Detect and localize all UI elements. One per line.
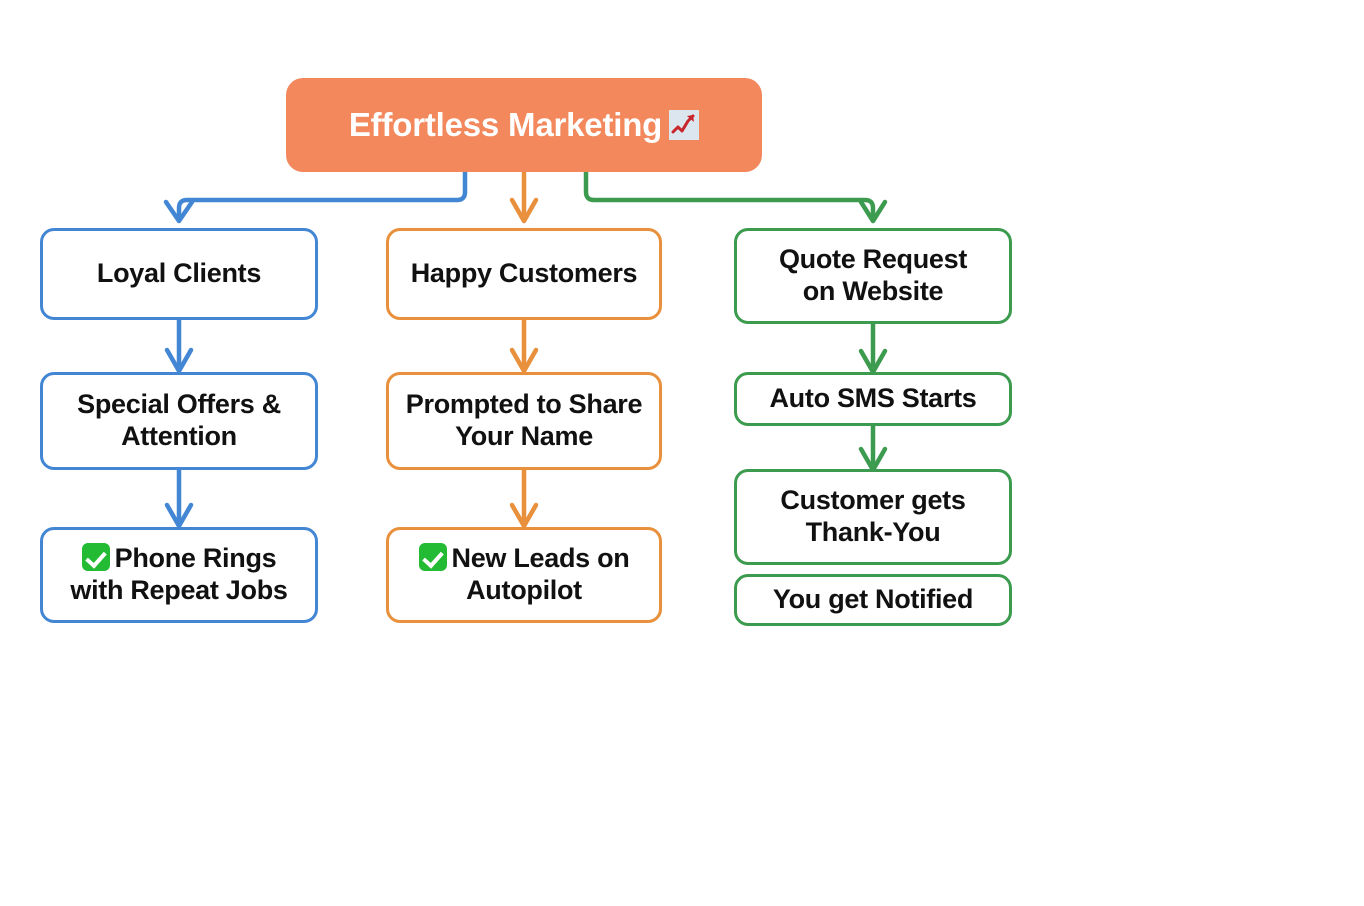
node-happy-customers-label: Happy Customers	[410, 258, 638, 289]
node-auto-sms[interactable]: Auto SMS Starts	[734, 372, 1012, 426]
connector-prompted-to-share-to-new-leads	[509, 467, 539, 529]
node-phone-rings[interactable]: Phone Rings with Repeat Jobs	[40, 527, 318, 623]
node-happy-customers[interactable]: Happy Customers	[386, 228, 662, 320]
connector-root-to-loyal-clients	[163, 169, 468, 224]
connector-special-offers-to-phone-rings	[164, 467, 194, 529]
chart-increasing-icon	[669, 110, 700, 140]
node-auto-sms-label: Auto SMS Starts	[769, 383, 977, 414]
node-thank-you[interactable]: Customer gets Thank-You	[734, 469, 1012, 565]
node-special-offers[interactable]: Special Offers & Attention	[40, 372, 318, 470]
node-thank-you-label: Customer gets Thank-You	[780, 485, 966, 547]
connector-auto-sms-to-thank-you	[858, 422, 888, 473]
node-prompted-to-share-label: Prompted to Share Your Name	[405, 389, 643, 451]
check-mark-button-icon	[81, 543, 110, 572]
node-loyal-clients[interactable]: Loyal Clients	[40, 228, 318, 320]
node-you-notified-label: You get Notified	[772, 584, 974, 615]
node-new-leads[interactable]: New Leads on Autopilot	[386, 527, 662, 623]
node-loyal-clients-label: Loyal Clients	[96, 258, 262, 289]
connector-quote-request-to-auto-sms	[858, 319, 888, 375]
node-quote-request[interactable]: Quote Request on Website	[734, 228, 1012, 324]
connector-root-to-happy-customers	[509, 169, 539, 224]
connector-happy-customers-to-prompted-to-share	[509, 317, 539, 374]
root-node-label: Effortless Marketing	[348, 105, 663, 143]
node-quote-request-label: Quote Request on Website	[778, 244, 968, 306]
node-you-notified[interactable]: You get Notified	[734, 574, 1012, 626]
root-node-effortless-marketing[interactable]: Effortless Marketing	[286, 78, 762, 172]
connector-root-to-quote-request	[583, 169, 888, 224]
node-special-offers-label: Special Offers & Attention	[77, 389, 281, 451]
node-phone-rings-label: Phone Rings with Repeat Jobs	[70, 543, 288, 605]
connector-loyal-clients-to-special-offers	[164, 317, 194, 374]
node-new-leads-label: New Leads on Autopilot	[418, 543, 630, 607]
node-prompted-to-share[interactable]: Prompted to Share Your Name	[386, 372, 662, 470]
check-mark-button-icon	[418, 543, 447, 572]
